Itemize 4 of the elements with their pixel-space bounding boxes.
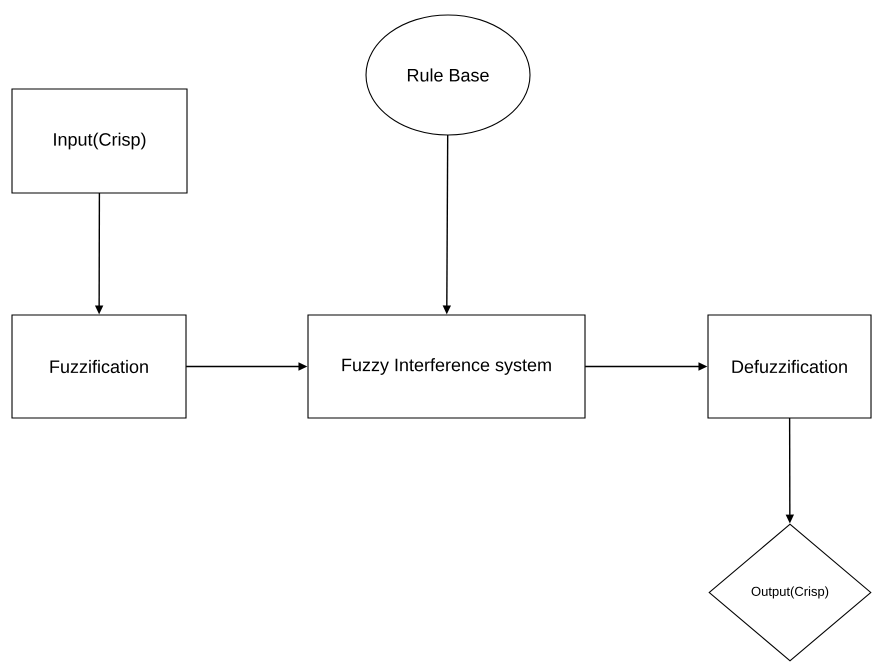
process-box: Defuzzification bbox=[707, 314, 872, 419]
process-box: Fuzzification bbox=[11, 314, 187, 419]
process-box: Input(Crisp) bbox=[11, 88, 188, 194]
process-box: Fuzzy Interference system bbox=[307, 314, 586, 419]
